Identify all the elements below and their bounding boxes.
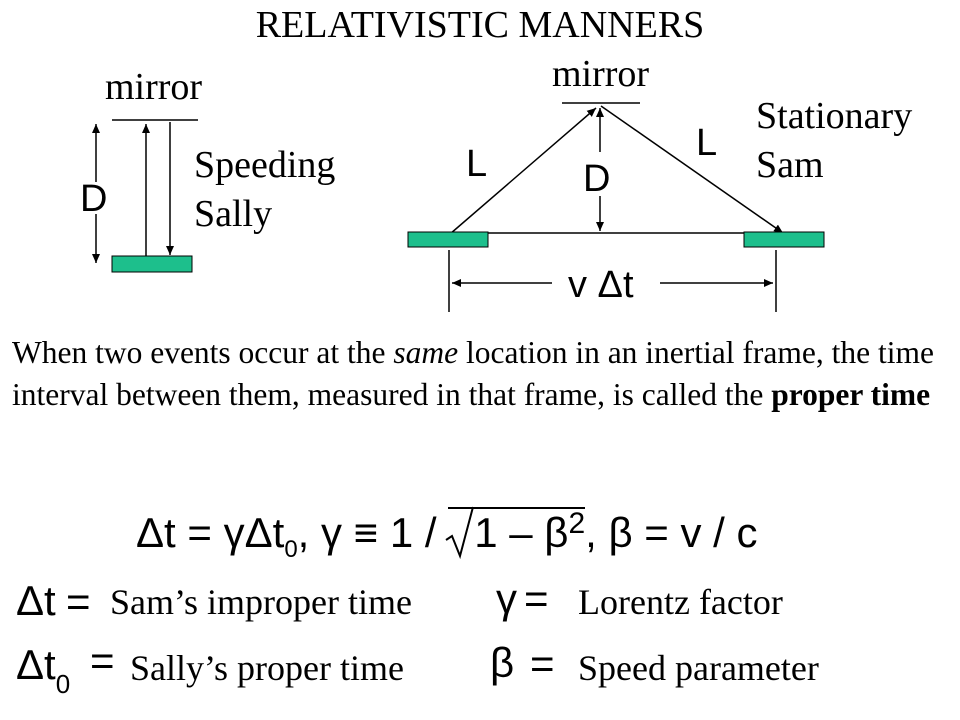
equation-radicand: 1 – β [474,509,569,556]
equation-sub-zero: 0 [284,536,298,563]
page-title: RELATIVISTIC MANNERS [255,4,705,46]
param-beta-equals: = [530,640,555,687]
equation-radical: 1 – β2 [445,506,586,560]
def-dt-symbol-text: Δt [16,577,56,624]
right-distance-label: D [583,158,611,200]
left-emitter-plate [111,255,193,273]
def-dt-equals: = [66,578,91,625]
paragraph-emphasis: same [393,335,459,370]
left-observer-line1: Speeding [194,144,336,186]
left-mirror-label: mirror [105,66,203,108]
right-path-right-label: L [696,122,718,164]
def-dt0-equals: = [90,637,115,684]
radical-sign-icon [445,506,475,560]
param-beta-meaning: Speed parameter [578,648,819,688]
def-dt0-sub: 0 [55,669,71,699]
equation-beta: , β = v / c [585,509,758,556]
paragraph-bold-term: proper time [771,377,931,412]
def-dt0-meaning: Sally’s proper time [130,648,404,688]
right-mirror-label: mirror [552,53,650,95]
light-clock-diagram [92,102,825,312]
right-light-clock [407,102,825,312]
right-emitter-plate-start [407,231,489,248]
param-gamma-meaning: Lorentz factor [578,582,783,622]
right-observer-line1: Stationary [756,95,913,137]
param-gamma-equals: = [524,575,549,622]
equation-dt: Δt = γΔt [136,509,285,556]
equation-gamma: , γ ≡ 1 / [297,509,449,556]
left-observer-line2: Sally [194,193,273,235]
right-light-path-left [449,107,597,235]
main-equation: Δt = γΔt0, γ ≡ 1 / 1 – β2, β = v / c [136,506,758,563]
right-displacement-label: v Δt [568,264,634,306]
def-dt0-symbol: Δt0 [16,641,71,699]
left-distance-label: D [80,178,108,220]
left-light-clock [92,119,198,273]
def-dt-symbol: Δt [16,580,56,622]
def-dt-meaning: Sam’s improper time [110,582,412,622]
param-gamma-symbol: γ [496,575,517,622]
right-observer-line2: Sam [756,144,824,186]
right-path-left-label: L [466,143,488,185]
param-beta-symbol: β [490,639,515,686]
right-light-path-right [600,105,784,234]
right-emitter-plate-end [743,231,825,248]
equation-exponent: 2 [568,507,586,540]
def-dt0-symbol-text: Δt [16,641,56,688]
definition-paragraph: When two events occur at the same locati… [12,332,942,416]
paragraph-part1: When two events occur at the [12,335,394,370]
paragraph-part2: location in an inertial frame, the time … [12,335,934,412]
